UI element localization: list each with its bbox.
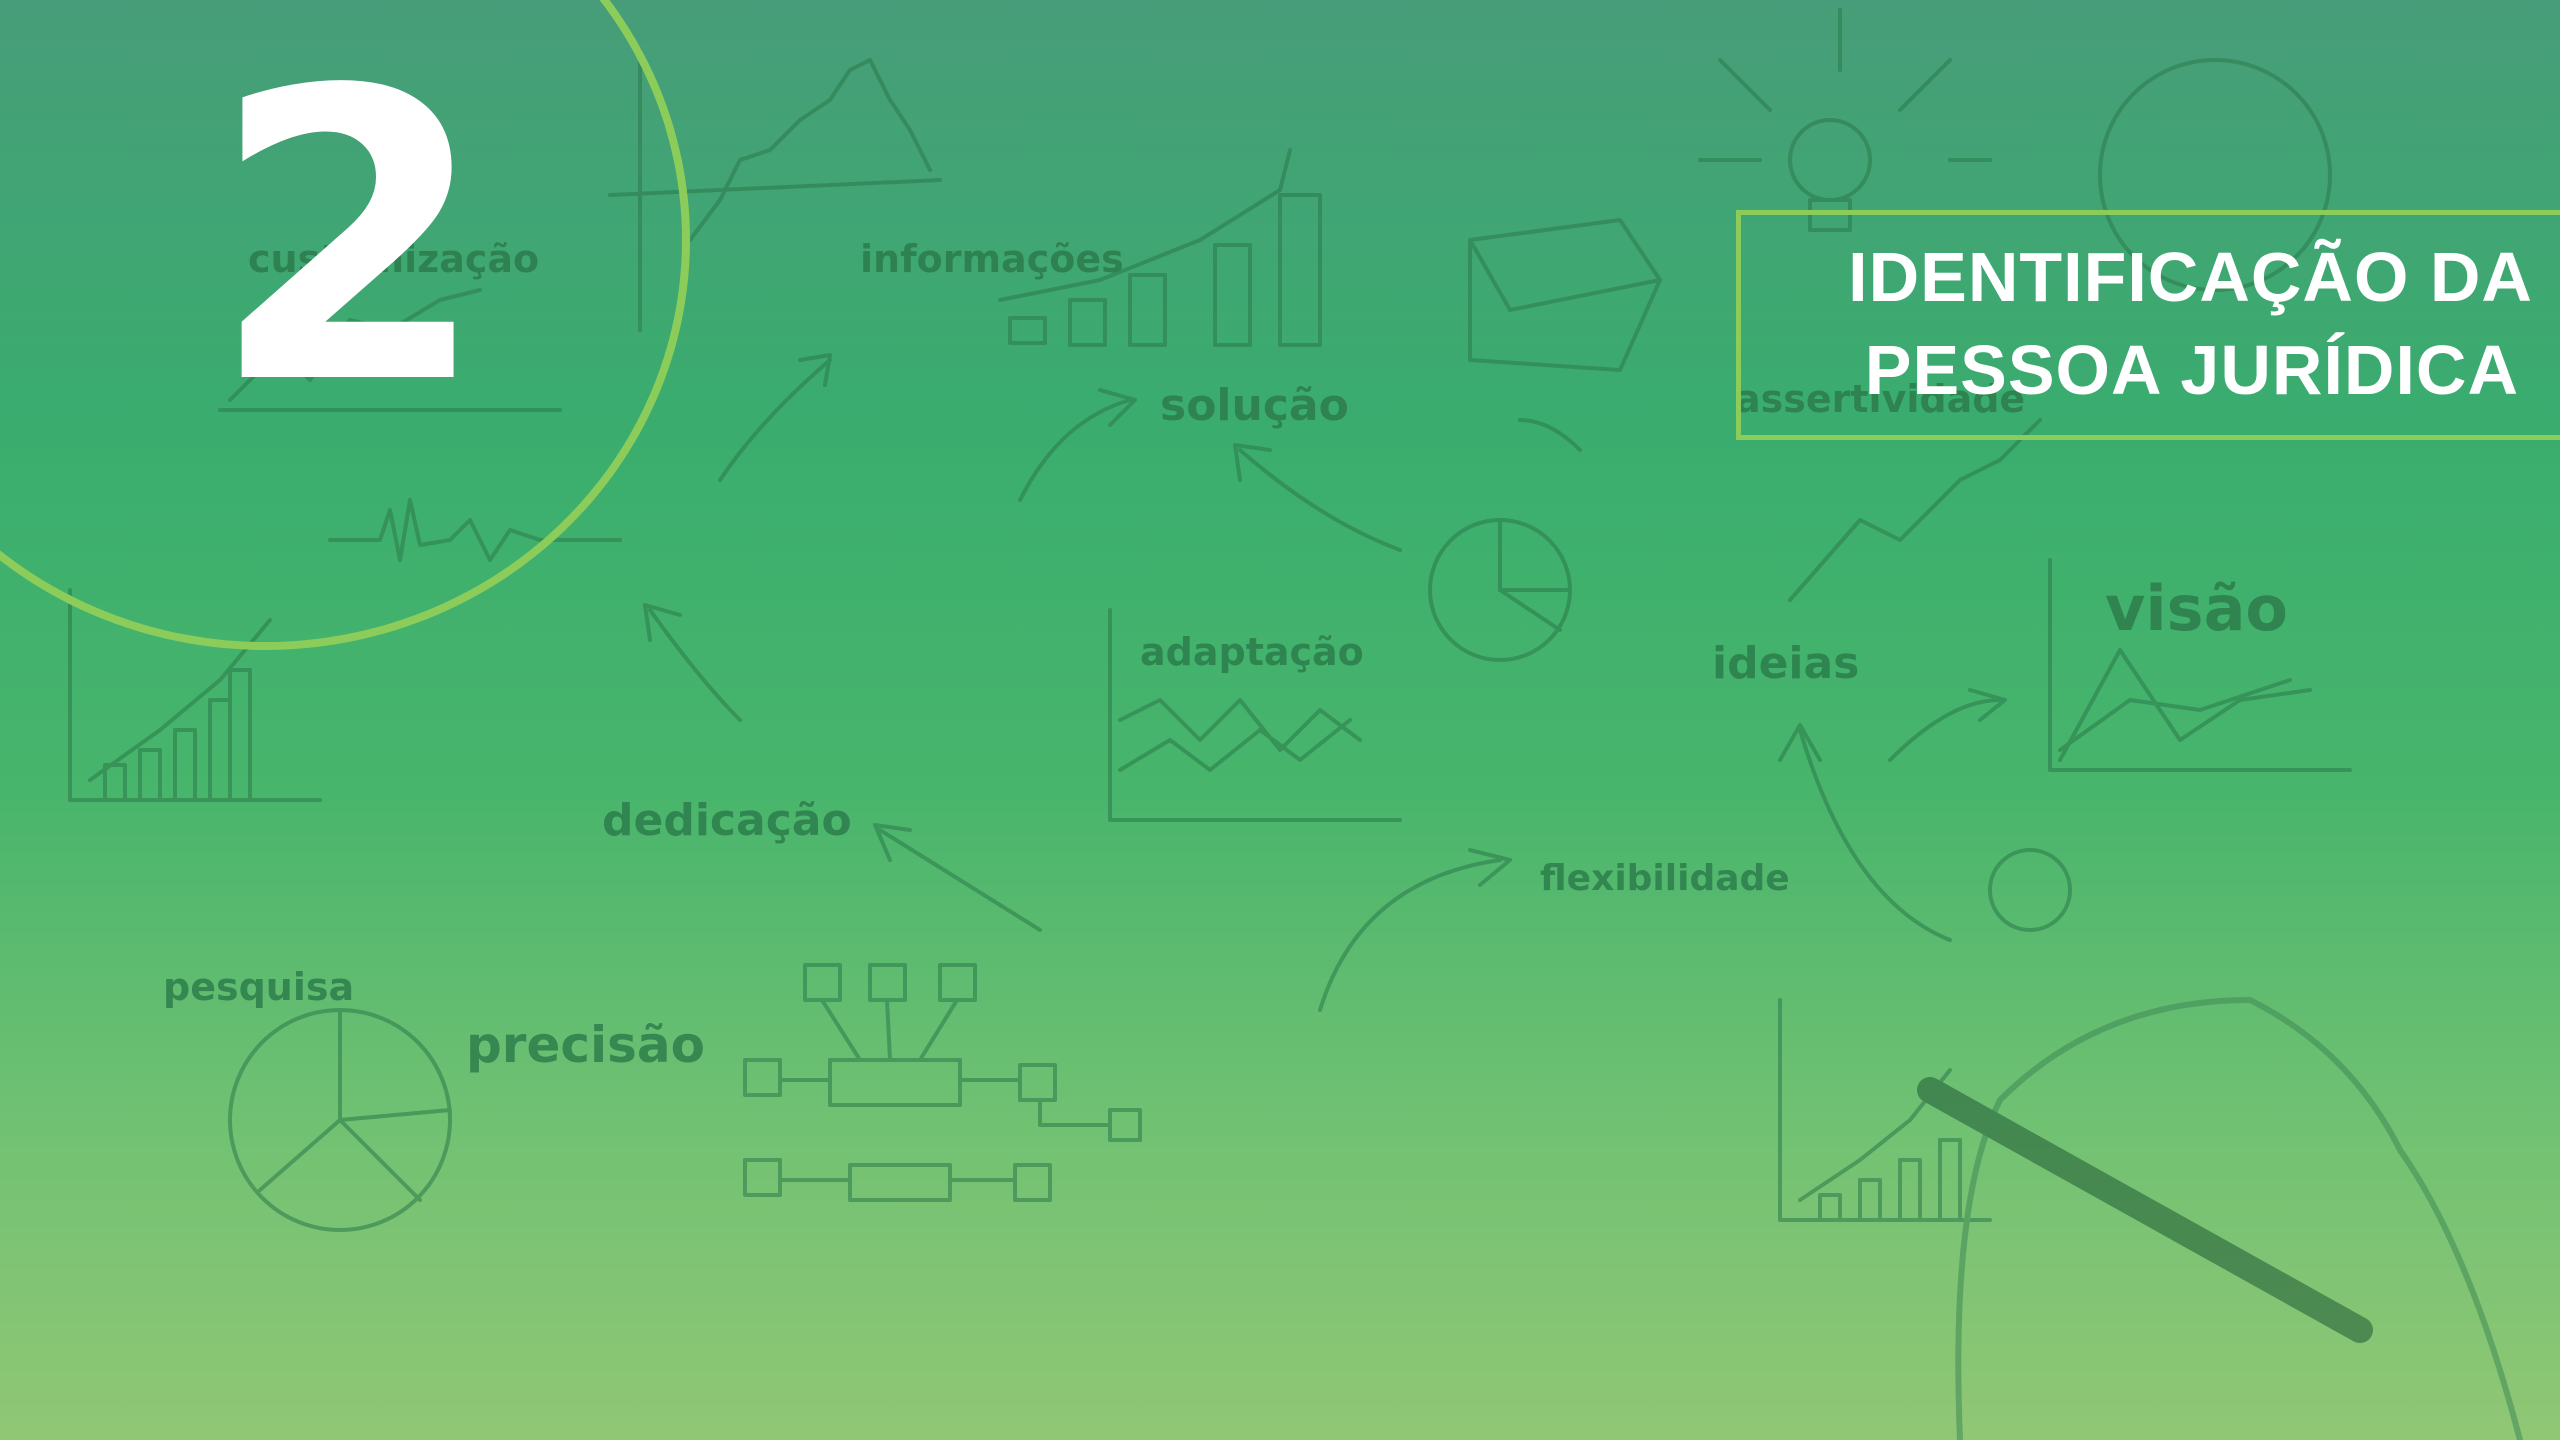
word-assertividade: assertividade (1735, 377, 2025, 421)
word-informacoes: informações (860, 237, 1124, 281)
section-title-line-2: PESSOA JURÍDICA (1864, 331, 2519, 409)
word-flexibilidade: flexibilidade (1540, 858, 1790, 899)
section-title-line-1: IDENTIFICAÇÃO DA (1848, 238, 2533, 316)
word-solucao: solução (1160, 380, 1349, 431)
word-dedicacao: dedicação (602, 795, 852, 846)
word-pesquisa: pesquisa (163, 965, 354, 1009)
section-number: 2 (210, 7, 489, 472)
word-ideias: ideias (1712, 638, 1859, 689)
section-title-box: IDENTIFICAÇÃO DA PESSOA JURÍDICA (1736, 210, 2560, 440)
word-adaptacao: adaptação (1140, 630, 1364, 674)
word-visao: visão (2105, 572, 2288, 645)
word-precisao: precisão (466, 1016, 705, 1074)
